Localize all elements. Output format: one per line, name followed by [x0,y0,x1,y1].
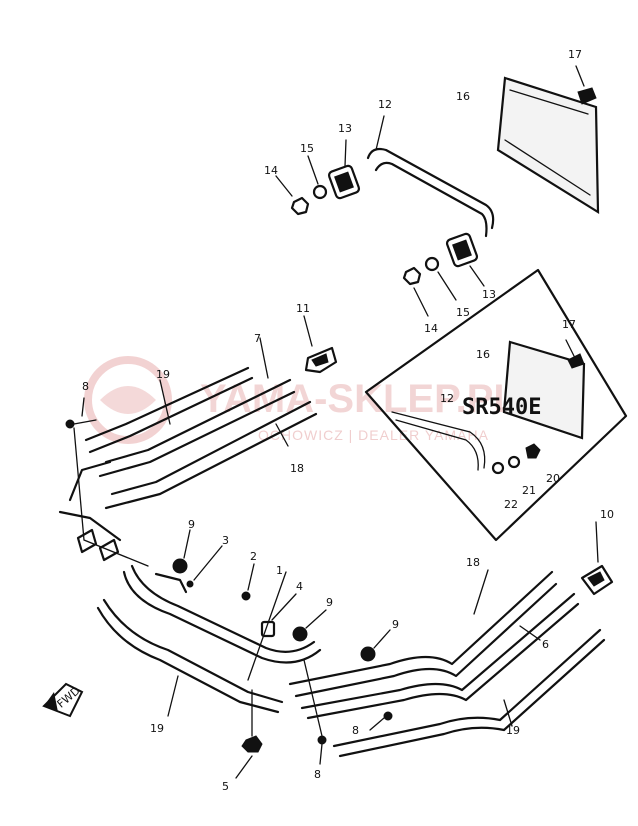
callout-7: 7 [254,332,261,345]
part-7-rail-left [98,337,296,478]
part-15-washer-lower [424,256,457,301]
fwd-arrow-icon: FWD [42,682,84,718]
callout-13: 13 [482,288,496,301]
part-14-nut-upper [275,175,310,216]
callout-21: 21 [522,484,536,497]
part-19-strip-front [96,598,284,717]
callout-4: 4 [296,580,303,593]
callout-12: 12 [378,98,392,111]
part-8-bolt-lower-right [369,711,393,731]
rail-brackets-left [76,528,120,562]
part-19-strip-left [58,366,254,542]
callout-6: 6 [542,638,549,651]
callout-8: 8 [314,768,321,781]
part-9-nut-left [172,529,191,574]
callout-3: 3 [222,534,229,547]
part-10-bracket [580,521,614,596]
part-6-rail-right [300,592,580,720]
callout-12: 12 [440,392,454,405]
part-3-screw [154,545,223,594]
callout-18: 18 [466,556,480,569]
callout-8: 8 [352,724,359,737]
callout-19: 19 [506,724,520,737]
callout-14: 14 [424,322,438,335]
watermark: YAMA-SKLEP.PL OCHOWICZ | DEALER YAMAHA [84,356,518,444]
part-13-grip-upper [327,139,361,200]
callout-8: 8 [82,380,89,393]
callout-15: 15 [300,142,314,155]
callout-22: 22 [504,498,518,511]
callout-9: 9 [392,618,399,631]
callout-17: 17 [568,48,582,61]
part-16-plate [496,76,600,215]
callout-18: 18 [290,462,304,475]
part-9-nut-center [292,609,327,642]
watermark-subline: OCHOWICZ | DEALER YAMAHA [258,427,489,443]
callout-20: 20 [546,472,560,485]
callout-9: 9 [326,596,333,609]
callout-16: 16 [476,348,490,361]
callout-11: 11 [296,302,310,315]
part-2-bolt [241,563,255,601]
part-11-bracket [303,315,338,374]
callout-17: 17 [562,318,576,331]
inset-model-label: SR540E [462,395,541,420]
part-18-rail-left [104,400,318,510]
part-8-bolt-lower-center [303,659,327,765]
part-14-nut-lower [402,266,429,317]
callout-5: 5 [222,780,229,793]
part-5-nut [235,689,263,779]
part-15-washer-upper [307,155,328,200]
callout-10: 10 [600,508,614,521]
part-8-bolt-upper-left [65,397,149,567]
part-19-strip-right [332,628,606,758]
callout-13: 13 [338,122,352,135]
callout-19: 19 [150,722,164,735]
part-17-clip [575,65,597,105]
part-13-grip-lower [445,232,485,287]
part-18-rail-right [288,569,558,698]
part-9-nut-right [360,629,391,662]
callout-14: 14 [264,164,278,177]
part-4-bushing [260,593,297,638]
model-inset: SR540E [364,268,628,542]
callout-9: 9 [188,518,195,531]
callout-15: 15 [456,306,470,319]
callout-2: 2 [250,550,257,563]
callout-1: 1 [276,564,283,577]
watermark-logo-mark [100,386,156,414]
watermark-logo [84,356,172,444]
part-12-handle [366,115,495,238]
callout-numbers: 17 16 12 13 15 14 13 15 14 11 17 16 12 2… [82,48,614,793]
part-1-front-bumper [122,564,322,681]
callout-16: 16 [456,90,470,103]
callout-19: 19 [156,368,170,381]
